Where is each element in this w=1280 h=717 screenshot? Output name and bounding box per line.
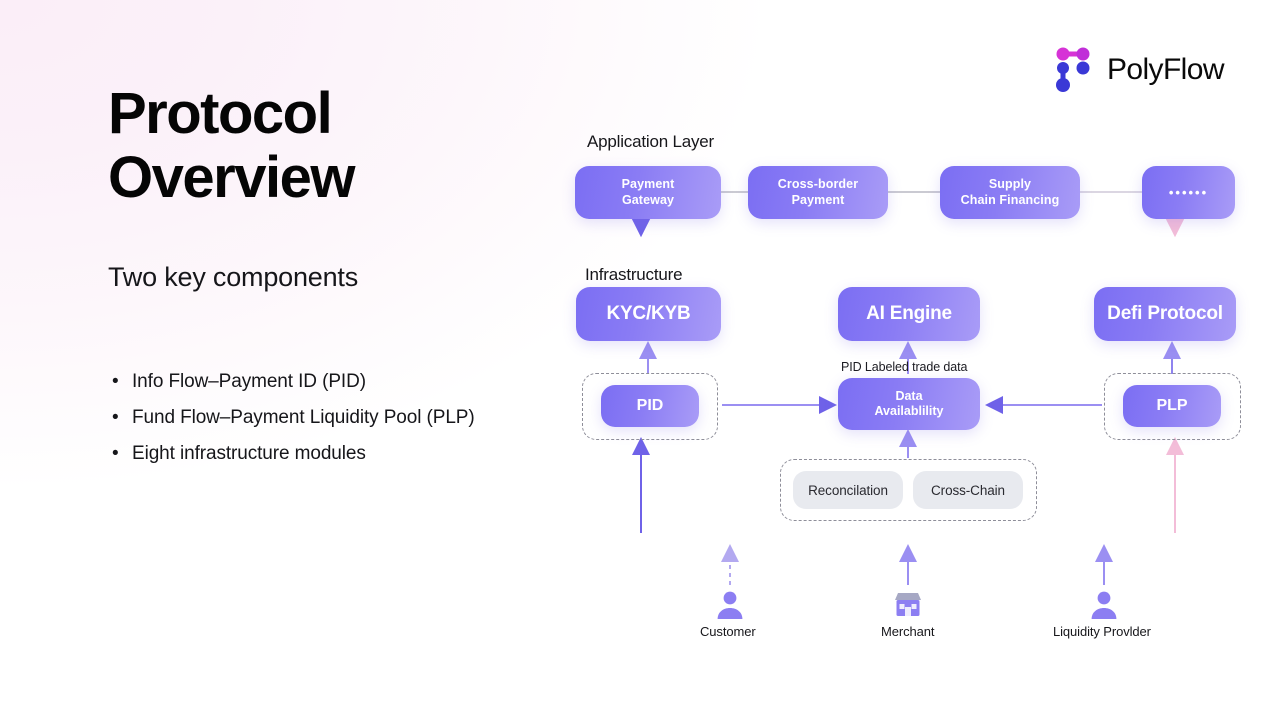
node-label-line2: Payment (791, 192, 845, 207)
node-label-line1: Cross-border (777, 177, 859, 192)
node-pid[interactable]: PID (601, 385, 699, 427)
person-icon (714, 590, 746, 620)
plp-group-boundary (1104, 373, 1241, 440)
node-label-line2: Chain Financing (960, 192, 1060, 207)
list-item: Eight infrastructure modules (110, 436, 530, 472)
actor-label-customer: Customer (700, 624, 756, 639)
subtitle: Two key components (108, 262, 359, 292)
brand-logo: PolyFlow (1055, 46, 1225, 94)
node-label-line1: Supply (988, 177, 1032, 192)
polyflow-network-logo-icon (1055, 46, 1093, 94)
pid-group-boundary (582, 373, 718, 440)
node-kyc-kyb[interactable]: KYC/KYB (576, 287, 721, 341)
actor-label-liquidity-provider: Liquidity Provlder (1053, 624, 1151, 639)
node-label: Defi Protocol (1107, 303, 1223, 325)
brand-name: PolyFlow (1107, 53, 1225, 86)
node-label: •••••• (1168, 184, 1209, 200)
node-plp[interactable]: PLP (1123, 385, 1221, 427)
store-icon (892, 590, 924, 620)
node-label-line1: Data (895, 388, 923, 403)
node-more-apps[interactable]: •••••• (1142, 166, 1235, 219)
node-ai-engine[interactable]: AI Engine (838, 287, 980, 341)
actor-label-merchant: Merchant (881, 624, 935, 639)
node-label: KYC/KYB (606, 303, 691, 325)
node-label-line2: Availablility (874, 404, 944, 418)
list-item: Fund Flow–Payment Liquidity Pool (PLP) (110, 400, 530, 436)
node-label: AI Engine (866, 303, 952, 325)
chip-reconciliation[interactable]: Reconcilation (793, 471, 903, 509)
list-item: Info Flow–Payment ID (PID) (110, 364, 530, 400)
application-layer-label: Application Layer (587, 132, 715, 151)
node-label: PLP (1156, 397, 1188, 415)
node-label-line2: Gateway (621, 192, 675, 207)
bullet-list: Info Flow–Payment ID (PID) Fund Flow–Pay… (110, 364, 530, 472)
chip-label: Cross-Chain (931, 482, 1005, 498)
annotation-pid-labeled-trade-data: PID Labeled trade data (841, 360, 968, 374)
person-icon (1088, 590, 1120, 620)
chip-label: Reconcilation (808, 482, 888, 498)
page-title: Protocol Overview (108, 81, 355, 210)
infrastructure-label: Infrastructure (585, 265, 683, 284)
chip-cross-chain[interactable]: Cross-Chain (913, 471, 1023, 509)
modules-group-boundary (780, 459, 1037, 521)
node-label: PID (636, 397, 664, 415)
node-label-line1: Payment (621, 177, 675, 192)
node-defi-protocol[interactable]: Defi Protocol (1094, 287, 1236, 341)
